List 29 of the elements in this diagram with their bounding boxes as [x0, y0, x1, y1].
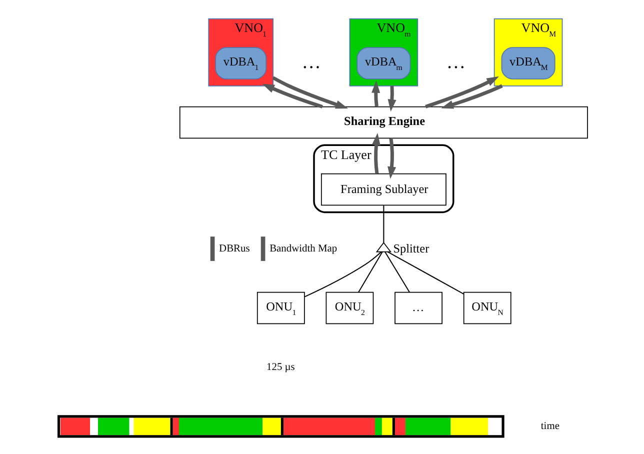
connector: [358, 252, 382, 292]
connector: [384, 252, 410, 292]
arrow: [262, 84, 322, 108]
legend-label: DBRus: [218, 243, 250, 254]
connector: [386, 251, 464, 295]
connector: [382, 206, 384, 243]
arrow: [371, 132, 380, 174]
arrow: [272, 76, 348, 109]
node-box: ONU$_{N}$: [462, 292, 511, 324]
label: …: [301, 52, 320, 74]
arrow: [440, 84, 502, 109]
arrow: [387, 138, 396, 179]
node-box: ONU$_{1}$: [256, 292, 304, 324]
node-box: vDBA$_{1}$: [214, 47, 266, 80]
label: 125 µs: [266, 362, 294, 373]
node-box: vDBA$_{M}$: [500, 47, 555, 80]
label: time: [540, 421, 559, 432]
arrow: [371, 80, 380, 107]
legend-label: Bandwidth Map: [269, 243, 337, 254]
node-label: Splitter: [392, 241, 429, 256]
node-box: Framing Sublayer: [320, 173, 446, 206]
arrow: [424, 76, 498, 108]
connector: [304, 252, 382, 298]
arrow: [387, 86, 396, 112]
node-box: vDBA$_{m}$: [356, 47, 410, 80]
node-box: …: [394, 292, 442, 324]
node-box: Sharing Engine: [178, 106, 588, 139]
label: …: [446, 52, 466, 74]
node-box: ONU$_{2}$: [325, 292, 374, 324]
